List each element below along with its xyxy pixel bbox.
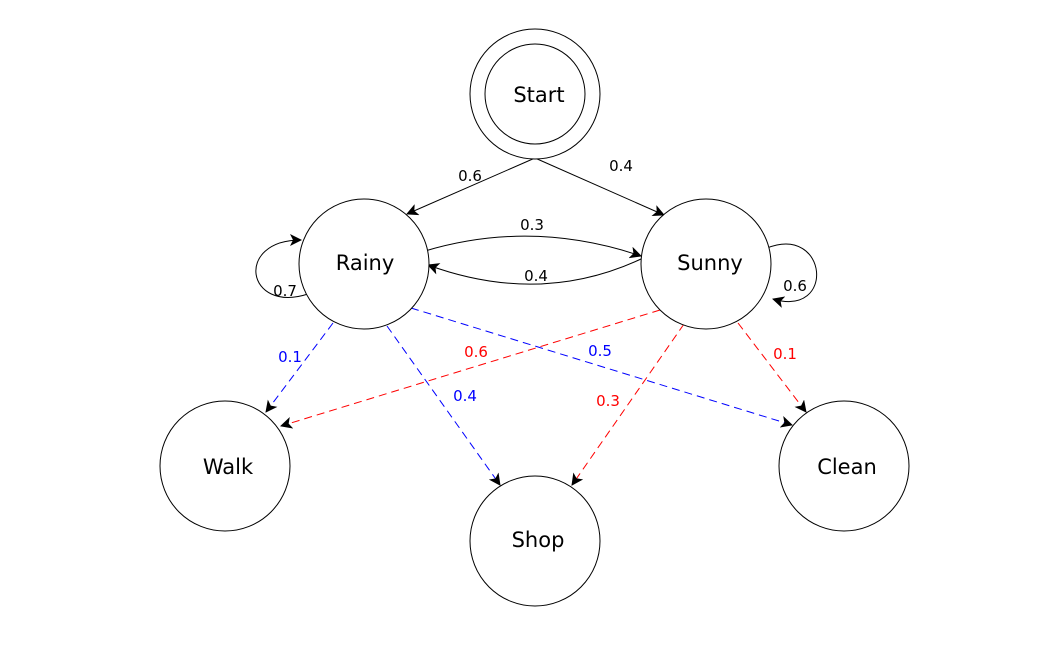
edge-rainy-self [255, 234, 309, 298]
node-sunny-label: Sunny [677, 251, 743, 275]
node-walk-circle [159, 400, 291, 532]
node-rainy-circle [298, 198, 430, 330]
edge-sunny-shop [571, 323, 685, 486]
node-start: Start [469, 28, 601, 160]
node-rainy: Rainy [298, 198, 430, 330]
label-sunny-clean: 0.1 [773, 345, 797, 363]
label-rainy-self: 0.7 [273, 282, 297, 300]
node-clean-circle [778, 400, 910, 532]
label-start-rainy: 0.6 [458, 167, 482, 185]
emission-edges [265, 307, 807, 486]
node-rainy-label: Rainy [336, 251, 395, 275]
edge-start-sunny [534, 157, 665, 217]
node-clean: Clean [778, 400, 910, 532]
transition-edges [255, 157, 817, 308]
edge-sunny-self [766, 243, 817, 308]
edge-sunny-walk [280, 309, 661, 429]
label-sunny-walk: 0.6 [464, 343, 488, 361]
node-sunny: Sunny [640, 198, 772, 330]
edge-labels: 0.6 0.4 0.3 0.4 0.7 0.6 0.1 0.4 0.5 0.6 … [273, 157, 807, 410]
node-start-inner-ring [484, 43, 586, 145]
label-sunny-shop: 0.3 [596, 392, 620, 410]
node-start-label: Start [513, 83, 564, 107]
label-start-sunny: 0.4 [609, 157, 633, 175]
edge-sunny-rainy [427, 258, 642, 285]
edge-rainy-sunny [424, 235, 642, 259]
node-shop-circle [469, 475, 601, 607]
label-rainy-shop: 0.4 [453, 387, 477, 405]
label-sunny-self: 0.6 [783, 277, 807, 295]
label-rainy-walk: 0.1 [278, 348, 302, 366]
node-clean-label: Clean [817, 455, 877, 479]
node-walk-label: Walk [203, 455, 254, 479]
label-sunny-rainy: 0.4 [524, 267, 548, 285]
edge-rainy-walk [265, 322, 334, 413]
node-shop-label: Shop [512, 528, 565, 552]
nodes: Start Rainy Sunny Walk Shop Clean [159, 28, 910, 607]
label-rainy-clean: 0.5 [588, 342, 612, 360]
node-shop: Shop [469, 475, 601, 607]
edge-rainy-clean [410, 307, 793, 428]
edge-start-rainy [406, 157, 536, 216]
edge-rainy-shop [386, 325, 501, 486]
edge-sunny-clean [737, 322, 807, 413]
node-sunny-circle [640, 198, 772, 330]
label-rainy-sunny: 0.3 [520, 216, 544, 234]
node-walk: Walk [159, 400, 291, 532]
